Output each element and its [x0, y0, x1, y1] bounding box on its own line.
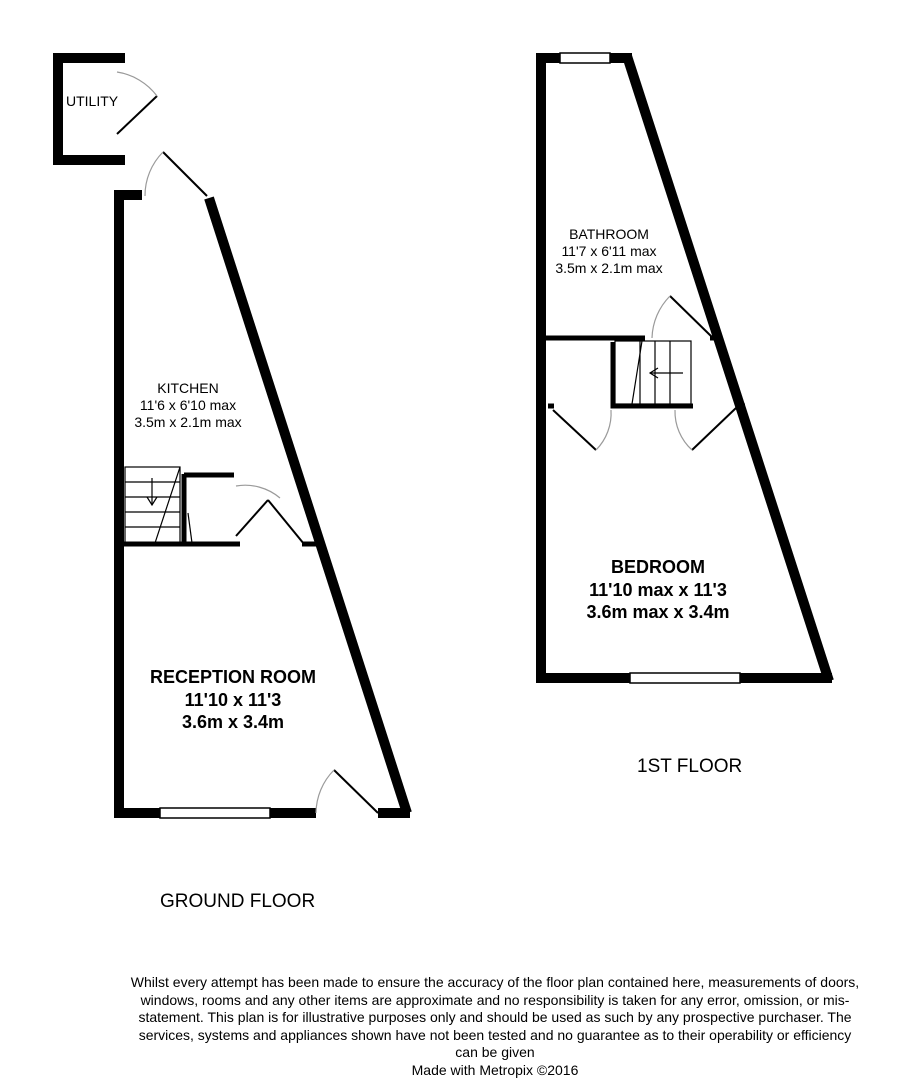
kitchen-label: KITCHEN 11'6 x 6'10 max 3.5m x 2.1m max	[108, 380, 268, 430]
ground-stairs	[124, 466, 193, 544]
entrance-door	[315, 769, 379, 814]
bathroom-label: BATHROOM 11'7 x 6'11 max 3.5m x 2.1m max	[534, 226, 684, 276]
reception-metric: 3.6m x 3.4m	[181, 712, 285, 732]
bathroom-window	[559, 52, 611, 64]
metropix-credit: Made with Metropix ©2016	[411, 1061, 579, 1078]
utility-walls	[53, 53, 125, 165]
reception-name: RECEPTION ROOM	[149, 667, 316, 687]
utility-door	[116, 71, 158, 135]
utility-name: UTILITY	[66, 93, 119, 109]
bathroom-imperial: 11'7 x 6'11 max	[561, 242, 657, 259]
ground-floor-title: GROUND FLOOR	[160, 891, 316, 912]
landing-door-left	[552, 409, 612, 451]
ground-floor-outline	[114, 190, 412, 818]
bedroom-metric: 3.6m max x 3.4m	[586, 602, 730, 622]
bedroom-imperial: 11'10 max x 11'3	[589, 579, 727, 600]
reception-imperial: 11'10 x 11'3	[184, 689, 282, 710]
first-stairs	[614, 340, 692, 405]
bedroom-door	[674, 407, 737, 451]
bathroom-metric: 3.5m x 2.1m max	[555, 259, 663, 276]
bathroom-partition	[541, 335, 745, 409]
kitchen-rear-door	[144, 151, 208, 197]
bedroom-label: BEDROOM 11'10 max x 11'3 3.6m max x 3.4m	[558, 556, 758, 624]
utility-label: UTILITY	[66, 93, 118, 110]
kitchen-name: KITCHEN	[157, 380, 219, 396]
disclaimer-block: Whilst every attempt has been made to en…	[130, 974, 860, 1079]
ground-partition	[119, 472, 318, 547]
disclaimer-text: Whilst every attempt has been made to en…	[130, 974, 860, 1060]
kitchen-metric: 3.5m x 2.1m max	[134, 413, 242, 430]
kitchen-imperial: 11'6 x 6'10 max	[139, 396, 237, 413]
bedroom-name: BEDROOM	[611, 557, 705, 577]
ground-window	[159, 807, 271, 819]
reception-label: RECEPTION ROOM 11'10 x 11'3 3.6m x 3.4m	[118, 666, 348, 734]
cupboard-door	[235, 484, 305, 545]
bathroom-name: BATHROOM	[569, 226, 649, 242]
first-floor-title: 1ST FLOOR	[637, 756, 743, 777]
bedroom-window	[629, 672, 741, 684]
bathroom-door	[651, 295, 714, 339]
